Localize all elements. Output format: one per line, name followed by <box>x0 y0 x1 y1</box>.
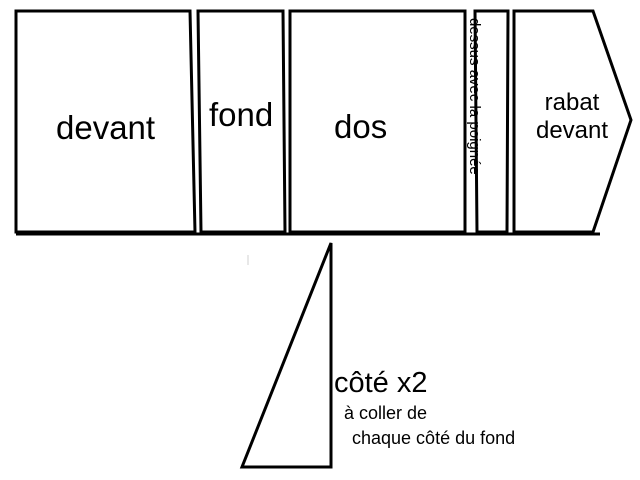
panel-devant-outline <box>14 9 197 234</box>
panel-rabat-label: rabat devant <box>535 89 609 144</box>
panel-rabat-outline <box>512 9 633 234</box>
panel-dos-label: dos <box>334 108 388 145</box>
side-piece-triangle <box>239 242 333 469</box>
side-piece-title: côté x2 <box>334 367 428 399</box>
panel-fond-label: fond <box>209 96 274 133</box>
side-piece-note-line2: chaque côté du fond <box>352 428 516 448</box>
panel-dos-outline <box>288 9 467 234</box>
panel-fond-outline <box>196 9 287 234</box>
panel-devant-label: devant <box>56 109 156 146</box>
panel-dessus-label: dessus avec la poignée <box>466 18 483 175</box>
panel-dessus-outline <box>473 9 510 234</box>
side-piece-note-line1: à coller de <box>344 403 428 423</box>
